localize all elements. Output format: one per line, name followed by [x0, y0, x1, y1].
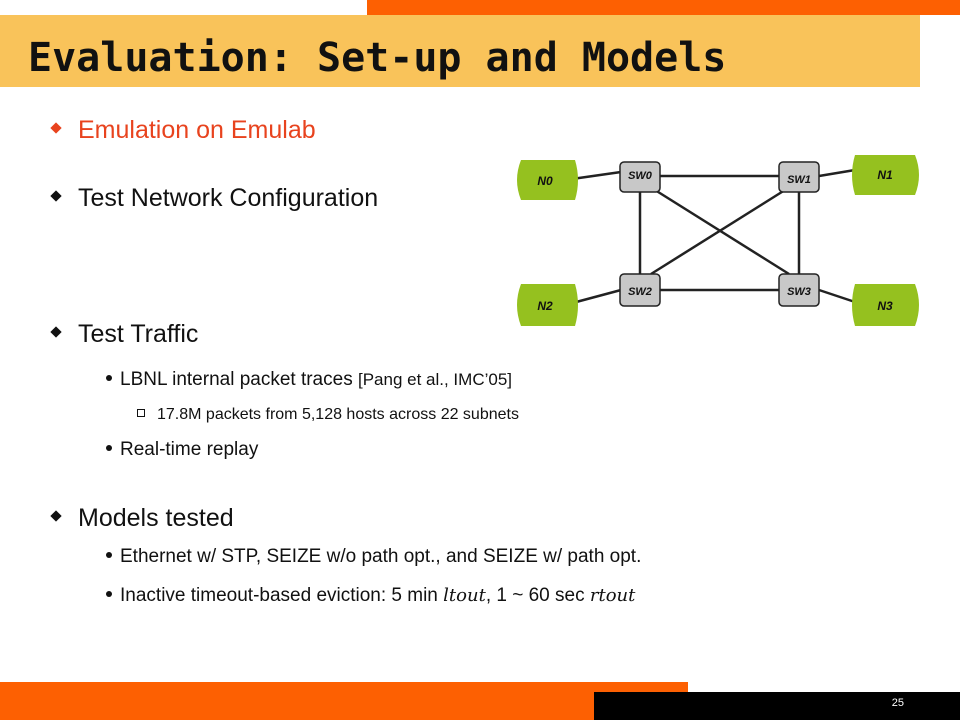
- link-sw3-n3: [818, 288, 856, 304]
- node-shape: [517, 284, 578, 326]
- node-label: N1: [877, 168, 893, 182]
- link-sw0-sw3: [654, 188, 790, 276]
- round-bullet-icon: [106, 551, 112, 558]
- bullet-text: 17.8M packets from 5,128 hosts across 22…: [157, 406, 519, 423]
- bullet-text: LBNL internal packet traces: [120, 369, 358, 390]
- diamond-bullet-icon: [50, 510, 62, 523]
- ltout-term: ltout: [443, 585, 486, 606]
- page-number: 25: [891, 697, 904, 709]
- sub-bullet-lbnl: LBNL internal packet traces [Pang et al.…: [106, 369, 512, 391]
- top-accent-bar: [367, 0, 960, 15]
- node-shape: [852, 155, 919, 195]
- node-shape: [852, 284, 919, 326]
- node-label: N2: [537, 299, 553, 313]
- bullet-text: Ethernet w/ STP, SEIZE w/o path opt., an…: [120, 546, 642, 567]
- title-band: Evaluation: Set-up and Models: [0, 15, 920, 87]
- node-shape: [517, 160, 578, 200]
- bullet-text: Inactive timeout-based eviction: 5 min: [120, 585, 444, 606]
- switch-sw0: SW0: [619, 161, 661, 193]
- diamond-bullet-icon: [50, 122, 62, 135]
- link-sw1-n1: [818, 168, 856, 178]
- sub-bullet-eviction: Inactive timeout-based eviction: 5 min l…: [106, 585, 635, 607]
- bullet-text: Test Traffic: [78, 320, 199, 348]
- node-n3: N3: [852, 284, 919, 326]
- bullet-emulation: Emulation on Emulab: [50, 116, 316, 145]
- bullet-text: , 1 ~ 60 sec: [485, 585, 590, 606]
- square-bullet-icon: [137, 408, 145, 417]
- bullet-text: Models tested: [78, 504, 234, 532]
- diamond-bullet-icon: [50, 326, 62, 339]
- switch-label: SW3: [787, 286, 811, 298]
- node-n1: N1: [852, 155, 919, 195]
- node-n2: N2: [517, 284, 578, 326]
- round-bullet-icon: [106, 374, 112, 381]
- node-label: N3: [877, 299, 893, 313]
- network-diagram: N0 N1 N2 N3 SW0 SW1 SW2 SW3: [517, 155, 919, 326]
- bullet-test-traffic: Test Traffic: [50, 320, 199, 349]
- switch-shape: [778, 161, 820, 193]
- node-label: N0: [537, 174, 553, 188]
- diamond-bullet-icon: [50, 190, 62, 203]
- switch-shape: [619, 273, 661, 307]
- round-bullet-icon: [106, 444, 112, 451]
- node-n0: N0: [517, 160, 578, 200]
- switch-shape: [619, 161, 661, 193]
- link-sw1-sw2: [650, 188, 786, 276]
- sub-bullet-ethernet: Ethernet w/ STP, SEIZE w/o path opt., an…: [106, 546, 641, 568]
- switch-label: SW0: [628, 170, 653, 182]
- links: [564, 168, 856, 307]
- sub-bullet-replay: Real-time replay: [106, 439, 258, 461]
- footer-bar: 25: [594, 692, 960, 720]
- switch-sw2: SW2: [619, 273, 661, 307]
- switch-sw1: SW1: [778, 161, 820, 193]
- bullet-text: Test Network Configuration: [78, 184, 379, 212]
- sub-sub-bullet-packets: 17.8M packets from 5,128 hosts across 22…: [137, 406, 519, 424]
- bullet-text: Emulation on Emulab: [78, 116, 316, 144]
- round-bullet-icon: [106, 590, 112, 597]
- switch-label: SW1: [787, 174, 811, 186]
- bullet-test-network: Test Network Configuration: [50, 184, 379, 213]
- switch-sw3: SW3: [778, 273, 820, 307]
- bottom-accent-bar: [0, 682, 688, 720]
- switch-shape: [778, 273, 820, 307]
- bullet-text: Real-time replay: [120, 439, 259, 460]
- citation: [Pang et al., IMC’05]: [357, 370, 513, 389]
- rtout-term: rtout: [589, 585, 636, 606]
- bullet-models: Models tested: [50, 504, 234, 533]
- switch-label: SW2: [628, 286, 652, 298]
- page-title: Evaluation: Set-up and Models: [28, 35, 727, 81]
